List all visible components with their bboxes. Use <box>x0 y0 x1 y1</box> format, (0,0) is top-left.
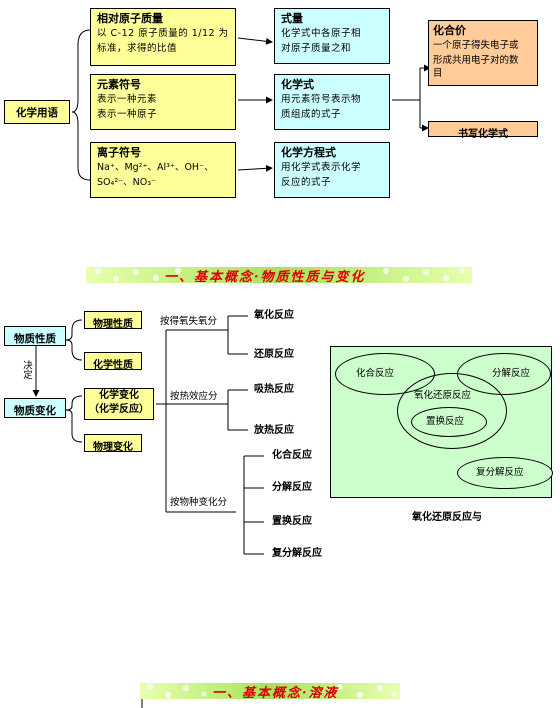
chemical-property-box: 化学性质 <box>84 352 142 371</box>
endothermic-reaction-label: 吸热反应 <box>254 384 294 395</box>
banner-1-decoration <box>86 267 472 283</box>
exothermic-reaction-label: 放热反应 <box>254 425 294 436</box>
section-banner-1: 一、基本概念·物质性质与变化 <box>86 265 472 285</box>
valence-title: 化合价 <box>433 24 466 37</box>
chemical-change-label: 化学变化 <box>99 390 139 401</box>
ion-symbol-line: SO₄²⁻、NO₃⁻ <box>97 177 157 188</box>
venn-redox-oval: 氧化还原反应 <box>397 373 507 449</box>
ion-symbol-line: Na⁺、Mg²⁺、Al³⁺、OH⁻、 <box>97 162 214 173</box>
relative-atomic-mass-title: 相对原子质量 <box>97 12 163 25</box>
chem-terms-root-label: 化学用语 <box>16 107 58 119</box>
write-formula-label: 书写化学式 <box>458 129 508 140</box>
by-type-label: 按物种变化分 <box>170 497 228 508</box>
element-symbol-line: 表示一种元素 <box>97 94 158 105</box>
decomposition-reaction-label: 分解反应 <box>272 482 312 493</box>
chemical-change-box: 化学变化 （化学反应） <box>84 388 154 420</box>
formula-mass-title: 式量 <box>281 12 303 25</box>
by-heat-label: 按热效应分 <box>170 391 218 402</box>
chem-formula-box: 化学式 用元素符号表示物 质组成的式子 <box>274 74 390 130</box>
venn-caption: 氧化还原反应与 <box>412 512 482 523</box>
chem-equation-box: 化学方程式 用化学式表示化学 反应的式子 <box>274 142 390 198</box>
substance-change-box: 物质变化 <box>4 398 66 418</box>
substance-change-label: 物质变化 <box>14 405 56 417</box>
valence-line: 形成共用电子对的数 <box>433 55 519 66</box>
element-symbol-box: 元素符号 表示一种元素 表示一种原子 <box>90 74 236 130</box>
banner-2-text: 一、基本概念·溶液 <box>212 686 339 701</box>
combination-reaction-label: 化合反应 <box>272 450 312 461</box>
valence-line: 一个原子得失电子或 <box>433 40 519 51</box>
chemical-reaction-label: （化学反应） <box>89 404 149 415</box>
venn-decomposition-label: 分解反应 <box>492 368 531 379</box>
banner-2-decoration <box>140 683 400 699</box>
chem-equation-line: 用化学式表示化学 <box>281 162 362 173</box>
formula-mass-line: 化学式中各原子相 <box>281 28 362 39</box>
oxidation-reaction-label: 氧化反应 <box>254 310 294 321</box>
venn-combination-label: 化合反应 <box>356 368 395 379</box>
reaction-venn-diagram: 化合反应 分解反应 氧化还原反应 置换反应 复分解反应 <box>330 346 553 498</box>
formula-mass-line: 对原子质量之和 <box>281 43 352 54</box>
relative-atomic-mass-box: 相对原子质量 以 C-12 原子质量的 1/12 为 标准，求得的比值 <box>90 8 236 66</box>
decides-label: 决定 <box>21 360 32 379</box>
by-oxygen-label: 按得氧失氧分 <box>160 316 218 327</box>
section-banner-2: 一、基本概念·溶液 <box>140 681 400 701</box>
relative-atomic-mass-line: 标准，求得的比值 <box>97 43 178 54</box>
venn-double-decomposition-label: 复分解反应 <box>476 467 524 478</box>
element-symbol-title: 元素符号 <box>97 78 141 91</box>
displacement-reaction-label: 置换反应 <box>272 516 312 527</box>
chem-equation-line: 反应的式子 <box>281 177 332 188</box>
physical-property-box: 物理性质 <box>84 311 142 330</box>
valence-box: 化合价 一个原子得失电子或 形成共用电子对的数 目 <box>428 20 538 86</box>
venn-displacement-oval: 置换反应 <box>411 407 487 437</box>
chem-terms-root: 化学用语 <box>4 100 70 124</box>
chem-equation-title: 化学方程式 <box>281 146 336 159</box>
valence-line: 目 <box>433 68 444 79</box>
chem-formula-line: 质组成的式子 <box>281 109 342 120</box>
venn-double-decomposition-oval: 复分解反应 <box>457 457 553 489</box>
chemical-property-label: 化学性质 <box>93 360 133 371</box>
substance-property-label: 物质性质 <box>14 333 56 345</box>
relative-atomic-mass-line: 以 C-12 原子质量的 1/12 为 <box>97 28 229 39</box>
physical-property-label: 物理性质 <box>93 319 133 330</box>
chem-formula-line: 用元素符号表示物 <box>281 94 362 105</box>
physical-change-box: 物理变化 <box>84 434 142 453</box>
ion-symbol-box: 离子符号 Na⁺、Mg²⁺、Al³⁺、OH⁻、 SO₄²⁻、NO₃⁻ <box>90 142 236 198</box>
substance-property-box: 物质性质 <box>4 326 66 346</box>
reduction-reaction-label: 还原反应 <box>254 349 294 360</box>
ion-symbol-title: 离子符号 <box>97 146 141 159</box>
venn-displacement-label: 置换反应 <box>426 416 465 427</box>
physical-change-label: 物理变化 <box>93 442 133 453</box>
banner-1-text: 一、基本概念·物质性质与变化 <box>164 270 366 285</box>
chem-formula-title: 化学式 <box>281 78 314 91</box>
formula-mass-box: 式量 化学式中各原子相 对原子质量之和 <box>274 8 390 64</box>
double-decomposition-reaction-label: 复分解反应 <box>272 548 322 559</box>
venn-redox-label: 氧化还原反应 <box>414 390 472 401</box>
element-symbol-line: 表示一种原子 <box>97 109 158 120</box>
write-formula-box: 书写化学式 <box>428 121 538 140</box>
